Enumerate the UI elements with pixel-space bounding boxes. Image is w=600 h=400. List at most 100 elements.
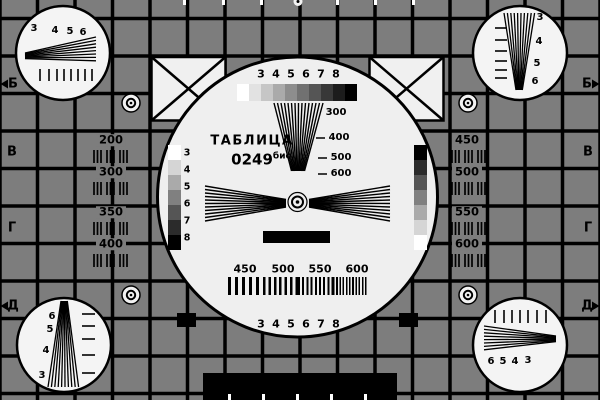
grating-550	[298, 277, 333, 295]
grayscale-step-wedge-left	[168, 145, 181, 250]
right-horizontal-wedge	[308, 185, 391, 222]
top-edge-tick	[260, 0, 263, 5]
center-target-icon	[287, 191, 308, 213]
bottom-black-bar	[203, 373, 397, 400]
corner-number-bl: 5	[46, 324, 54, 335]
bottom-edge-tick	[364, 394, 367, 400]
corner-number-br: 6	[487, 356, 495, 367]
row-letter-right: Г	[583, 220, 593, 236]
step-scale-number: 6	[183, 198, 191, 210]
circle-top-scale-number: 8	[332, 67, 340, 81]
circle-top-scale-number: 6	[302, 67, 310, 81]
corner-number-tr: 6	[531, 76, 539, 87]
corner-wedge-bottom-right	[483, 325, 557, 351]
top-edge-tick	[374, 0, 377, 5]
circle-bottom-scale-number: 4	[272, 317, 280, 331]
circle-bottom-scale-number: 8	[332, 317, 340, 331]
top-edge-tick	[222, 0, 225, 5]
row-letter-left: Д	[7, 298, 19, 314]
bottom-edge-tick	[262, 394, 265, 400]
right-panel-frequency: 550	[451, 206, 483, 218]
grating-500	[263, 277, 298, 295]
grayscale-step-wedge-right	[414, 145, 427, 250]
corner-circle-bottom-right	[471, 296, 569, 394]
corner-number-tl: 5	[66, 26, 74, 37]
corner-wedge-top-right	[503, 12, 536, 91]
top-edge-tick	[336, 0, 339, 5]
left-horizontal-wedge	[204, 185, 287, 222]
circle-top-scale-number: 3	[257, 67, 265, 81]
frequency-grating-strip	[228, 277, 368, 295]
grating-450	[228, 277, 263, 295]
wedge-mark: 300	[325, 107, 347, 118]
corner-number-bl: 4	[42, 345, 50, 356]
bottom-edge-tick	[330, 394, 333, 400]
corner-number-bl: 6	[48, 311, 56, 322]
wedge-mark: 500	[330, 152, 352, 163]
row-letter-left: Г	[7, 220, 17, 236]
left-panel-frequency: 400	[95, 238, 127, 250]
wedge-label-dashes	[316, 137, 327, 175]
circle-bottom-scale-number: 6	[302, 317, 310, 331]
circle-top-scale-number: 7	[317, 67, 325, 81]
corner-wedge-bottom-left	[47, 300, 80, 388]
corner-number-br: 5	[499, 356, 507, 367]
black-square-left	[177, 313, 196, 327]
top-edge-tick	[412, 0, 415, 5]
corner-number-tl: 4	[51, 25, 59, 36]
table-number: 0249бис	[231, 151, 291, 168]
corner-number-tl: 6	[79, 27, 87, 38]
left-panel-frequency: 200	[95, 134, 127, 146]
vertical-resolution-wedge	[273, 102, 324, 172]
circle-bottom-scale-number: 7	[317, 317, 325, 331]
row-letter-right: В	[583, 144, 593, 160]
row-letter-right: Б	[582, 76, 592, 92]
frequency-burst-lines	[93, 150, 486, 267]
row-letter-right: Д	[581, 298, 593, 314]
black-square-right	[399, 313, 418, 327]
circle-bottom-scale-number: 3	[257, 317, 265, 331]
bottom-wedge-mark: 600	[345, 262, 369, 276]
registration-mark-icon	[121, 0, 478, 305]
corner-number-tr: 3	[536, 12, 544, 23]
row-letter-left: Б	[8, 76, 18, 92]
left-panel-frequency: 350	[95, 206, 127, 218]
bottom-edge-tick	[228, 394, 231, 400]
corner-number-bl: 3	[38, 370, 46, 381]
circle-top-scale-number: 5	[287, 67, 295, 81]
circle-top-scale-number: 4	[272, 67, 280, 81]
row-letter-left: В	[7, 144, 17, 160]
step-scale-number: 5	[183, 181, 191, 193]
step-scale-number: 3	[183, 147, 191, 159]
row-arrow-icons	[0, 79, 600, 311]
left-panel-frequency: 300	[95, 166, 127, 178]
grating-600	[333, 277, 368, 295]
corner-number-tl: 3	[30, 23, 38, 34]
corner-tick-marks	[39, 27, 547, 374]
wedge-mark: 400	[328, 132, 350, 143]
grayscale-step-wedge-top	[237, 84, 357, 101]
top-edge-tick	[183, 0, 186, 5]
corner-number-tr: 5	[533, 58, 541, 69]
step-scale-number: 7	[183, 215, 191, 227]
wedge-mark: 600	[330, 168, 352, 179]
corner-number-br: 3	[524, 355, 532, 366]
circle-bottom-scale-number: 5	[287, 317, 295, 331]
right-panel-frequency: 600	[451, 238, 483, 250]
right-panel-frequency: 500	[451, 166, 483, 178]
corner-number-br: 4	[511, 356, 519, 367]
table-number-suffix: бис	[272, 151, 291, 162]
corner-number-tr: 4	[535, 36, 543, 47]
step-scale-number: 8	[183, 232, 191, 244]
table-name: ТАБЛИЦА	[210, 133, 294, 149]
corner-wedge-top-left	[24, 36, 97, 62]
corner-circle-bottom-left	[15, 296, 113, 394]
bottom-wedge-mark: 550	[308, 262, 332, 276]
step-scale-number: 4	[183, 164, 191, 176]
bottom-wedge-mark: 450	[233, 262, 257, 276]
bottom-edge-tick	[296, 394, 299, 400]
bottom-wedge-mark: 500	[271, 262, 295, 276]
black-reference-bar	[263, 231, 330, 243]
